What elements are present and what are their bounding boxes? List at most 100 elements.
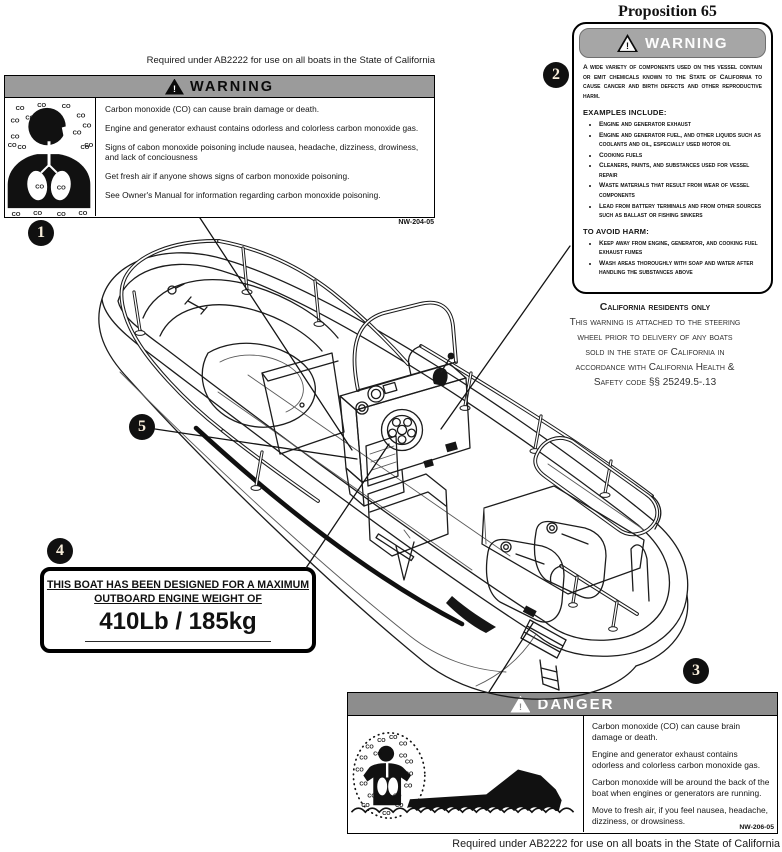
prop65-header-bar: ! WARNING [579, 28, 766, 58]
storage-box [261, 352, 345, 455]
proposition-65-title: Proposition 65 [618, 3, 717, 20]
co-text: CO [399, 754, 408, 760]
co-text: CO [395, 803, 404, 809]
ca-residents-heading: California residents only [599, 301, 711, 313]
danger-header-text: DANGER [537, 695, 615, 713]
ca-residents-line: Safety code §§ 25249.5-.13 [593, 377, 717, 388]
co-warning-paragraph: Carbon monoxide (CO) can cause brain dam… [105, 104, 319, 114]
bow-seat [201, 342, 316, 428]
co-text: CO [377, 801, 386, 807]
prop65-intro: A wide variety of components used on thi… [583, 64, 762, 100]
boat-hull [98, 252, 689, 700]
co-text: CO [377, 738, 386, 744]
co-text: CO [393, 793, 402, 799]
co-text: CO [389, 735, 398, 741]
stern-ladder [520, 605, 567, 691]
danger-paragraph: Engine and generator exhaust contains od… [592, 749, 761, 770]
underline-rule [85, 640, 271, 642]
callout-1: 1 [28, 220, 54, 246]
co-text: CO [37, 103, 46, 109]
callout-2: 2 [543, 62, 569, 88]
console-door [365, 435, 399, 487]
co-warning-paragraph: See Owner's Manual for information regar… [105, 189, 381, 200]
co-text: CO [57, 212, 66, 218]
warning-header-text: WARNING [189, 78, 275, 95]
foredeck [142, 278, 339, 352]
co-text: CO [73, 130, 82, 136]
danger-paragraph: Move to fresh air, if you feel nausea, h… [592, 805, 768, 826]
co-warning-paragraph: Engine and generator exhaust contains od… [105, 122, 419, 133]
prop65-avoid-item: Keep away from engine, generator, and co… [599, 239, 762, 258]
prop65-example-item: Cooking fuels [599, 151, 762, 161]
prop65-example-item: Lead from battery terminals and from oth… [599, 202, 762, 221]
prop65-examples-list: Engine and generator exhaust Engine and … [589, 120, 762, 220]
co-text: CO [382, 811, 391, 817]
bow-rail [119, 239, 410, 503]
co-text: CO [11, 119, 20, 125]
prop65-warning-label: ! WARNING A wide variety of components u… [572, 22, 773, 294]
co-text: CO [361, 803, 370, 809]
co-text: CO [79, 211, 88, 217]
danger-paragraph: Carbon monoxide (CO) can cause brain dam… [592, 721, 741, 742]
engine-weight-line1: THIS BOAT HAS BEEN DESIGNED FOR A MAXIMU… [46, 579, 310, 591]
prop65-example-item: Engine and generator fuel, and other liq… [599, 131, 762, 150]
cooler-seat [367, 473, 449, 581]
prop65-avoid-heading: TO AVOID HARM: [583, 226, 649, 236]
callout-5: 5 [129, 414, 155, 440]
co-text: CO [359, 756, 368, 762]
co-text: CO [405, 760, 414, 766]
callout-3: 3 [683, 658, 709, 684]
co-text: CO [399, 742, 408, 748]
rub-rail-stripe [193, 425, 496, 633]
co-text: CO [16, 106, 25, 112]
prop65-avoid-list: Keep away from engine, generator, and co… [589, 239, 762, 278]
caption-ab2222-bottom: Required under AB2222 for use on all boa… [452, 838, 780, 850]
co-text: CO [84, 143, 93, 149]
co-text: CO [367, 793, 376, 799]
danger-triangle-icon: ! [510, 695, 531, 713]
ca-residents-line: sold in the state of California in [585, 347, 725, 358]
engine-weight-label: THIS BOAT HAS BEEN DESIGNED FOR A MAXIMU… [40, 567, 316, 653]
label-part-number: NW-206-05 [739, 824, 774, 832]
co-text: CO [77, 114, 86, 120]
prop65-example-item: Engine and generator exhaust [599, 120, 762, 130]
co-text: CO [25, 116, 34, 122]
co-text: CO [33, 211, 42, 217]
co-warning-paragraph: Get fresh air if anyone shows signs of c… [105, 170, 350, 181]
throttle-lever [432, 352, 455, 386]
center-console [339, 300, 471, 507]
prop65-examples-heading: EXAMPLES INCLUDE: [583, 108, 667, 118]
co-warning-paragraph: Signs of cabon monoxide poisoning includ… [105, 141, 419, 163]
co-text: CO [373, 752, 382, 758]
prop65-header-text: WARNING [645, 34, 728, 52]
ca-residents-line: accordance with California Health & [575, 362, 735, 373]
warning-triangle-icon: ! [617, 34, 638, 52]
fuel-tanks [485, 520, 607, 623]
co-text: CO [80, 145, 89, 151]
co-text: CO [57, 185, 66, 191]
prop65-example-item: Waste materials that result from wear of… [599, 181, 762, 200]
warning-header-bar: ! WARNING [5, 76, 434, 98]
california-residents-note: California residents only This warning i… [528, 301, 782, 390]
rear-bench [481, 436, 660, 595]
co-text: CO [11, 134, 20, 140]
co-text: CO [12, 212, 21, 218]
danger-paragraph: Carbon monoxide will be around the back … [592, 777, 770, 798]
prop65-avoid-item: Wash areas thoroughly with soap and wate… [599, 259, 762, 278]
co-text: CO [35, 184, 44, 190]
co-text: CO [365, 745, 374, 751]
warning-triangle-icon: ! [164, 78, 184, 95]
co-text: CO [359, 781, 368, 787]
co-text: CO [355, 768, 364, 774]
ca-residents-line: This warning is attached to the steering [569, 317, 741, 328]
danger-text: Carbon monoxide (CO) can cause brain dam… [584, 716, 777, 832]
engine-weight-value: 410Lb / 185kg [99, 607, 257, 635]
co-text: CO [62, 104, 71, 110]
co-text: CO [405, 771, 414, 777]
gauges [355, 381, 398, 415]
